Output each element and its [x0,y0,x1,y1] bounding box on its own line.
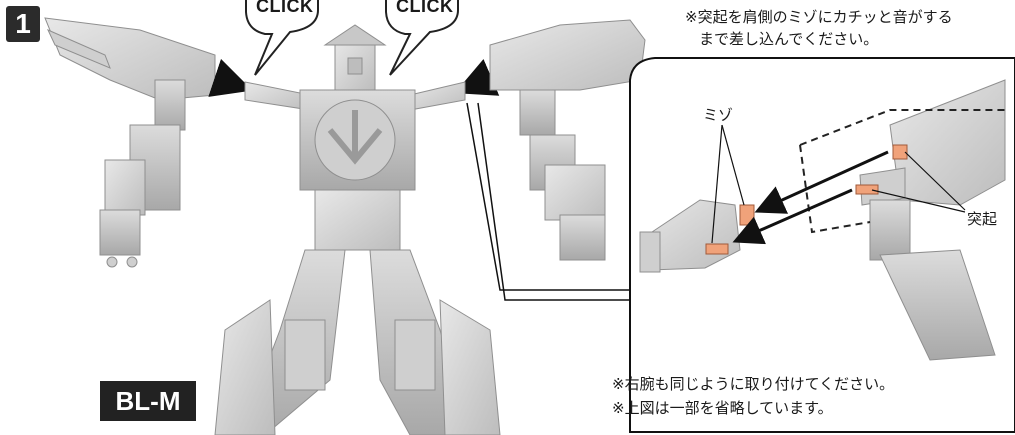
robot-figure [214,24,501,435]
detail-leader-lines [466,102,630,301]
footnote-2: ※上図は一部を省略しています。 [612,399,833,417]
insert-arrow-right [454,59,500,96]
groove-label: ミゾ [703,106,734,124]
instruction-line-2: まで差し込んでください。 [699,30,879,48]
groove-highlight-upper [739,204,755,226]
insertion-instruction: ※突起を肩側のミゾにカチッと音がする まで差し込んでください。 [685,6,1005,50]
click-bubble-left [245,0,319,76]
groove-highlight-lower [705,243,729,255]
insert-arrow-left [208,58,253,97]
model-badge: BL-M [100,381,196,421]
protrusion-label: 突起 [967,210,998,228]
left-train-arm [44,17,216,268]
click-label-right: CLICK [396,0,454,16]
protrusion-highlight-upper [892,144,908,160]
right-train-arm [489,19,646,261]
step-number-badge: 1 [6,6,40,42]
instruction-line-1: ※突起を肩側のミゾにカチッと音がする [685,8,953,26]
footnotes: ※右腕も同じように取り付けてください。 ※上図は一部を省略しています。 [612,372,894,420]
footnote-1: ※右腕も同じように取り付けてください。 [612,375,895,393]
click-bubble-right [385,0,459,76]
detail-illustration [639,79,1006,361]
click-label-left: CLICK [256,0,314,16]
protrusion-highlight-lower [855,184,879,195]
